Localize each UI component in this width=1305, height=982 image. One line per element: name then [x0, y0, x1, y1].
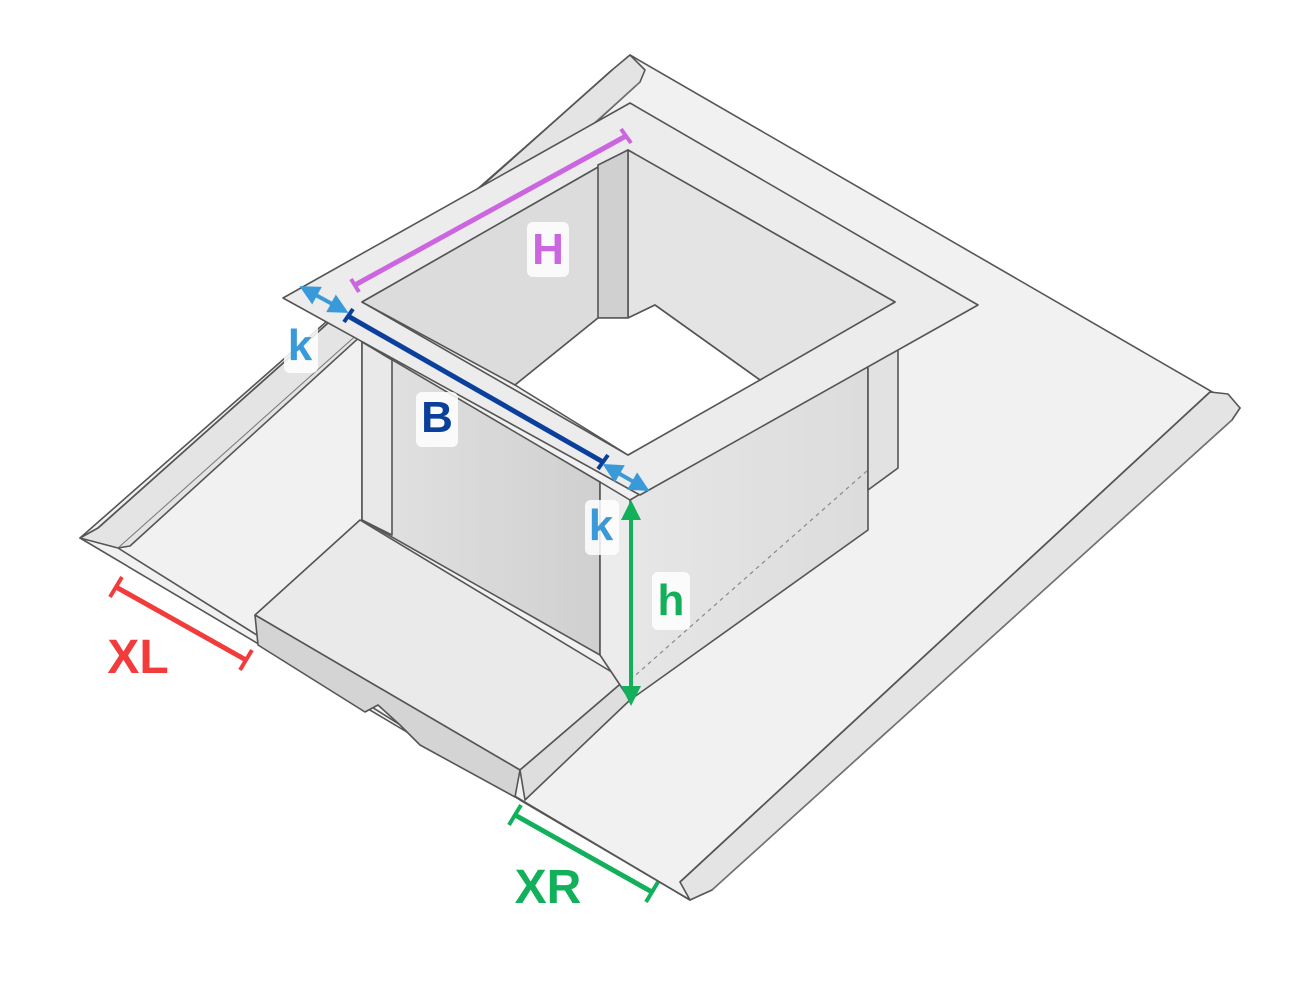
- label-k-top: k: [288, 321, 313, 370]
- label-XR: XR: [515, 861, 582, 914]
- dimension-h: h: [621, 500, 690, 706]
- label-k-front: k: [589, 501, 614, 550]
- dimension-k-top: k: [284, 286, 349, 373]
- top-collar: [282, 102, 979, 496]
- label-h: h: [658, 576, 685, 625]
- dimension-k-front: k: [585, 464, 650, 555]
- label-XL: XL: [107, 631, 168, 684]
- dimension-XL: XL: [107, 575, 254, 684]
- dimension-XR: XR: [507, 803, 660, 914]
- dimension-H: H: [349, 127, 633, 294]
- label-B: B: [421, 393, 453, 442]
- label-H: H: [532, 225, 564, 274]
- dimension-B: B: [342, 307, 610, 471]
